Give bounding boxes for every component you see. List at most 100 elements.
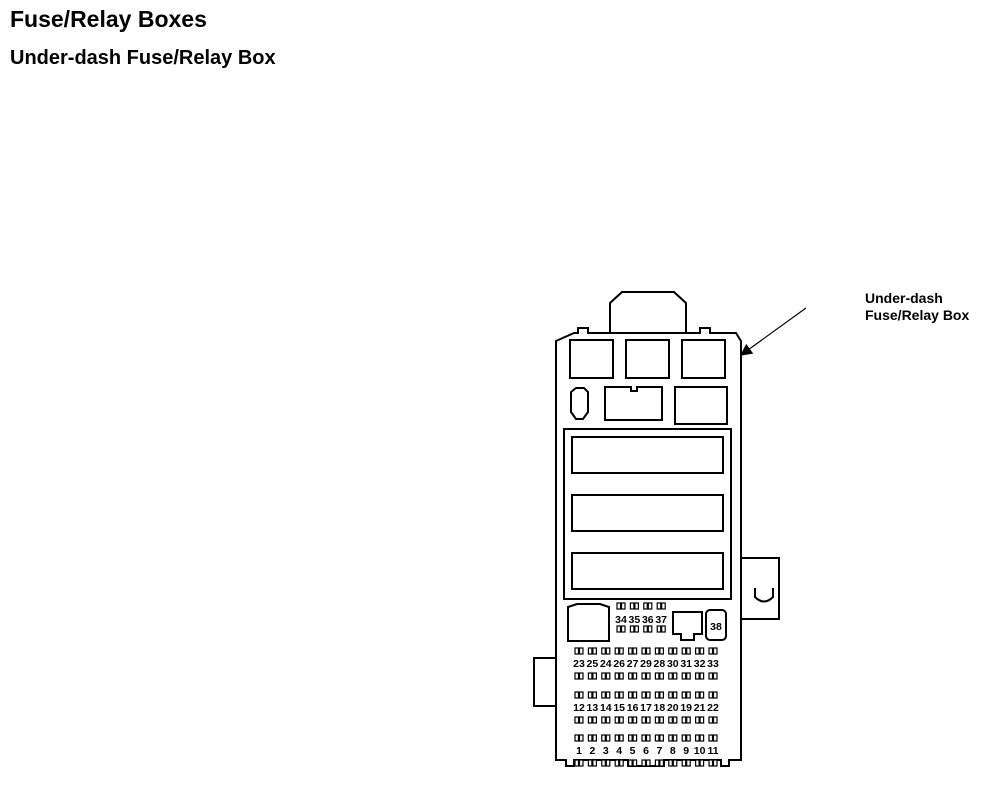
page-title: Fuse/Relay Boxes	[10, 6, 207, 32]
fuse-label: 25	[587, 658, 599, 670]
fuse-33: 33	[707, 647, 719, 680]
fuse-label: 36	[642, 614, 654, 626]
fuse-label: 26	[613, 658, 625, 670]
fuse-7: 7	[654, 734, 665, 767]
fuse-10: 10	[694, 734, 706, 767]
small-connector	[570, 387, 589, 420]
fuse-38-label: 38	[710, 621, 722, 633]
left-bracket	[533, 657, 556, 707]
fuse-label: 9	[683, 745, 689, 757]
fuse-label: 28	[654, 658, 666, 670]
bracket-slot	[754, 588, 774, 603]
fuse-label: 11	[707, 745, 718, 757]
fuse-4: 4	[614, 734, 624, 767]
fuse-2: 2	[587, 734, 598, 767]
fuse-label: 27	[627, 658, 639, 670]
fuse-38-box	[705, 609, 727, 641]
fuse-label: 5	[630, 745, 636, 757]
relay-socket-2	[625, 339, 670, 379]
fuse-27: 27	[627, 647, 639, 680]
box-callout-label: Under-dash Fuse/Relay Box	[865, 290, 969, 324]
fuse-15: 15	[613, 691, 625, 724]
fuse-label: 12	[573, 702, 585, 714]
fuse-label: 34	[615, 614, 627, 626]
center-connector	[604, 386, 663, 421]
fuse-26: 26	[613, 647, 625, 680]
fuse-21: 21	[694, 691, 706, 724]
fuse-13: 13	[587, 691, 599, 724]
fuse-30: 30	[667, 647, 679, 680]
callout-line-2: Fuse/Relay Box	[865, 307, 970, 323]
fuse-label: 23	[573, 658, 585, 670]
fuse-label: 4	[616, 745, 622, 757]
fuse-label: 10	[694, 745, 706, 757]
relay-socket-4	[674, 386, 728, 425]
fuse-label: 22	[707, 702, 719, 714]
fuse-17: 17	[640, 691, 652, 724]
module-slot-3	[571, 552, 724, 590]
fuse-label: 21	[694, 702, 706, 714]
fuse-20: 20	[667, 691, 679, 724]
fuse-label: 37	[655, 614, 667, 626]
top-tab	[609, 291, 687, 332]
fuse-28: 28	[654, 647, 666, 680]
fuse-8: 8	[668, 734, 678, 767]
fuse-label: 29	[640, 658, 652, 670]
fuse-29: 29	[640, 647, 652, 680]
module-slot-2	[571, 494, 724, 532]
fuse-11: 11	[707, 734, 719, 767]
module-frame	[563, 428, 732, 600]
fuse-label: 17	[640, 702, 652, 714]
fuse-14: 14	[600, 691, 612, 724]
callout-arrow	[740, 307, 807, 356]
fuse-label: 32	[694, 658, 706, 670]
fuse-label: 24	[600, 658, 612, 670]
right-bracket	[741, 557, 780, 620]
fuse-label: 31	[680, 658, 692, 670]
fuse-6: 6	[641, 734, 651, 767]
fuse-label: 30	[667, 658, 679, 670]
fuse-36: 36	[642, 602, 654, 633]
fuse-32: 32	[694, 647, 706, 680]
fuse-22: 22	[707, 691, 719, 724]
fuse-12: 12	[573, 691, 585, 724]
fuse-label: 8	[670, 745, 676, 757]
fuse-35: 35	[629, 602, 641, 633]
fuse-label: 19	[680, 702, 692, 714]
fuse-18: 18	[654, 691, 666, 724]
fuse-34: 34	[615, 602, 627, 633]
fuse-label: 7	[656, 745, 662, 757]
diode-socket	[672, 611, 703, 641]
fuse-label: 1	[576, 745, 582, 757]
fuse-label: 3	[603, 745, 609, 757]
fuse-label: 18	[654, 702, 666, 714]
fuse-9: 9	[681, 734, 691, 767]
fuse-31: 31	[680, 647, 692, 680]
module-slot-1	[571, 436, 724, 474]
fuse-3: 3	[601, 734, 611, 767]
callout-line-1: Under-dash	[865, 290, 943, 306]
page-subtitle: Under-dash Fuse/Relay Box	[10, 47, 276, 69]
fuse-label: 35	[629, 614, 641, 626]
fuse-label: 2	[589, 745, 595, 757]
fuse-23: 23	[573, 647, 585, 680]
fuse-25: 25	[587, 647, 599, 680]
fuse-label: 20	[667, 702, 679, 714]
fuse-label: 13	[587, 702, 599, 714]
fuse-label: 15	[613, 702, 625, 714]
lower-relay-socket	[567, 603, 610, 642]
fuse-19: 19	[680, 691, 692, 724]
fuse-16: 16	[627, 691, 639, 724]
relay-socket-3	[681, 339, 726, 379]
relay-socket-1	[569, 339, 614, 379]
fuse-label: 6	[643, 745, 649, 757]
fuse-label: 33	[707, 658, 719, 670]
fuse-24: 24	[600, 647, 612, 680]
fuse-1: 1	[574, 734, 584, 767]
fuse-5: 5	[627, 734, 638, 767]
fuse-label: 14	[600, 702, 612, 714]
fuse-label: 16	[627, 702, 639, 714]
fuse-37: 37	[655, 602, 667, 633]
